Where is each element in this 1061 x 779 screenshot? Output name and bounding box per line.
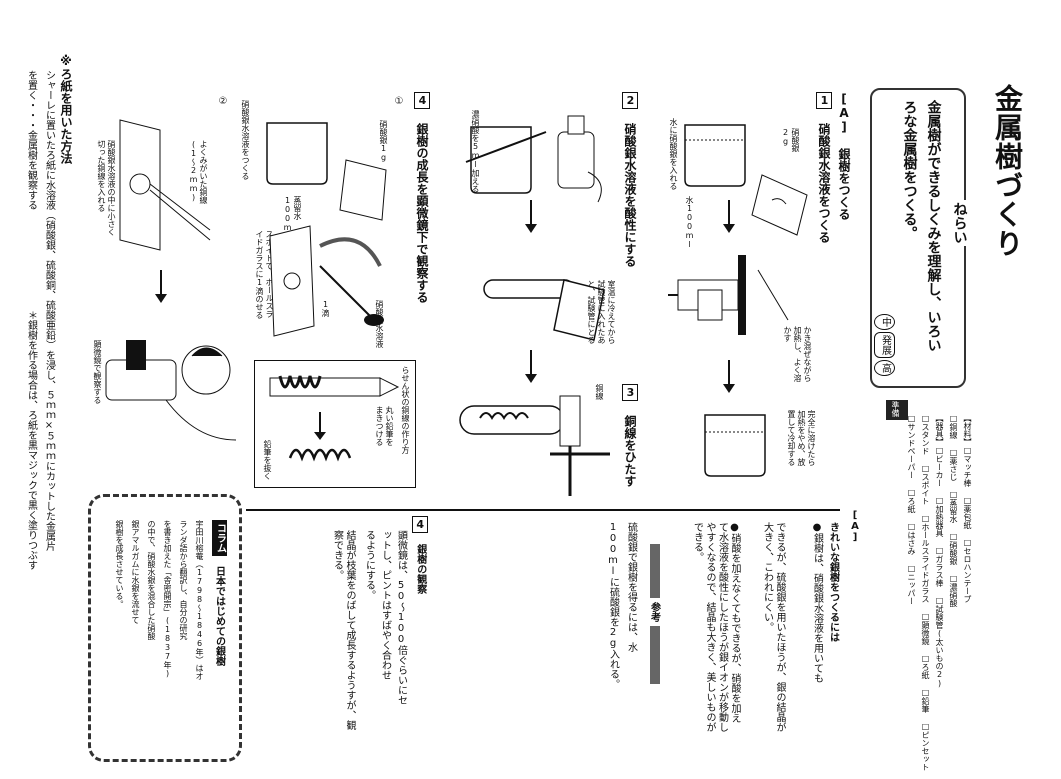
step1-heating-stand-icon bbox=[668, 255, 789, 335]
tip-title: きれいな銀樹をつくるには bbox=[827, 522, 839, 642]
step2-number: 2 bbox=[622, 92, 638, 109]
step2-label-tube: 室温に冷えてから試験管に入れたあと、試験管にとる bbox=[587, 280, 616, 344]
step1-label-water: 水に硝酸銀を入れる bbox=[669, 118, 678, 190]
step4-beaker-icon bbox=[266, 122, 328, 185]
step1-paper-icon bbox=[751, 174, 808, 236]
arrow-down-1 bbox=[723, 200, 735, 233]
step3-stand-tube-icon bbox=[459, 395, 610, 496]
step4-paper-icon bbox=[339, 159, 387, 221]
step4-label-1drop: 1滴 bbox=[321, 300, 330, 317]
ref-label: 参考 bbox=[646, 598, 661, 626]
coil-pencil-icon bbox=[269, 375, 400, 462]
right-s4-number: 4 bbox=[412, 516, 428, 533]
right-s4-title-text: 銀樹の観察 bbox=[414, 544, 426, 594]
materials-line2: □銅線 □薬さじ □蒸留水 □硝酸銀 □濃硝酸 bbox=[949, 414, 958, 607]
column4: の中で、硝酸水銀を混合した硝酸 bbox=[147, 520, 156, 640]
step2-label-acid: 濃硝酸を5ml加える bbox=[471, 110, 480, 193]
step4-slide-dropper-icon bbox=[269, 225, 384, 337]
ref1: 硫酸銀で銀樹を得るには、水 bbox=[625, 522, 637, 652]
step4-slide-tweezers-icon bbox=[119, 119, 211, 251]
page-title: 金属樹づくり bbox=[991, 84, 1024, 258]
step4-sub2: ② bbox=[217, 96, 229, 107]
step4-label-obs: 顕微鏡で観察する bbox=[93, 340, 102, 404]
step2-bottle-icon bbox=[557, 115, 602, 203]
right-s4a: 顕微鏡は、50～100倍ぐらいにセ bbox=[395, 530, 407, 705]
step4-label-dropsol: 硝酸銀水溶液 bbox=[375, 300, 384, 348]
arrow-down-3 bbox=[525, 200, 537, 233]
aim-label: ねらい bbox=[950, 200, 968, 246]
column5: 銀アマルガムに水銀を流せて bbox=[131, 520, 140, 624]
step1-title-text: 硝酸銀水溶液をつくる bbox=[817, 123, 831, 243]
step4-label-place: 硝酸銀水溶液の中に小さく切った銅線を入れる bbox=[97, 140, 116, 236]
level-ko: 高 bbox=[874, 360, 895, 376]
right-s4b: ットし、ピントはすばやく合わせ bbox=[379, 530, 391, 680]
footer-line2: を置く・・・金属樹を観察する bbox=[25, 70, 37, 210]
footer-line3: ＊銀樹を作る場合は、ろ紙を黒マジックで黒く塗りつぶす bbox=[25, 310, 37, 570]
step4-title-text: 銀樹の成長を顕微鏡下で観察する bbox=[415, 123, 429, 303]
level-badges: 中 発展 高 bbox=[874, 314, 896, 376]
footer-title: ※ろ紙を用いた方法 bbox=[59, 54, 73, 164]
level-chu: 中 bbox=[874, 314, 895, 330]
step4-label-dropper: スポイトで、ホールスライドガラスに1滴のせる bbox=[255, 230, 274, 319]
arrow-down-4 bbox=[525, 350, 537, 383]
materials-line3: 【器具】□ビーカー □加熱器具 □ガラス棒 □試験管(太いもの2) bbox=[935, 414, 944, 688]
arrow-down-5 bbox=[155, 270, 167, 303]
materials-line1: 【材料】□マッチ棒 □薬包紙 □セロハンテープ bbox=[963, 414, 972, 603]
column-title: コラム bbox=[212, 520, 227, 556]
materials-line4: □スタンド □スポイト □ホールスライドガラス □顕微鏡 □ろ紙 □鉛筆 □ピン… bbox=[921, 414, 930, 771]
step2-pour-icon bbox=[483, 279, 605, 341]
column1: 宇田川榕菴（1798～1846年）はオ bbox=[195, 520, 204, 680]
step2-beaker-rod-icon bbox=[465, 126, 547, 194]
step4-number: 4 bbox=[414, 92, 430, 109]
footer-line1: シャーレに置いたろ紙に水溶液（硝酸銀、硫酸銅、硫酸亜鉛）を浸し、５ｍｍ×５ｍｍに… bbox=[43, 70, 55, 551]
step4-sub1: ① bbox=[393, 96, 405, 107]
step2-title-text: 硝酸銀水溶液を酸性にする bbox=[623, 123, 637, 267]
step3-label-wire: 銅線 bbox=[595, 384, 604, 400]
tip1b: できるが、硫酸銀を用いたほうが、銀の結晶が大きく、こわれにくい。 bbox=[761, 522, 786, 732]
step1-title: 1 硝酸銀水溶液をつくる bbox=[816, 92, 832, 243]
right-s4-title: 4 銀樹の観察 bbox=[412, 516, 428, 594]
column2: ランダ語から翻訳し、自分の研究 bbox=[179, 520, 188, 640]
step1-cool-beaker-icon bbox=[704, 414, 766, 477]
tip2: ●硝酸を加えなくてもできるが、硝酸を加えて水溶液を酸性にしたほうが銀イオンが移動… bbox=[691, 522, 741, 732]
coil-title: らせん状の銅線の作り方 bbox=[401, 366, 410, 454]
level-hatten: 発展 bbox=[874, 332, 895, 358]
column3: を書き加えた「舎密開宗」(1837年) bbox=[163, 520, 172, 678]
step2-title: 2 硝酸銀水溶液を酸性にする bbox=[622, 92, 638, 267]
ref2: 100mlに硫酸銀を2g入れる。 bbox=[607, 522, 619, 689]
materials-head-text: 準備 bbox=[891, 401, 900, 417]
materials-line5: □サンドペーパー □ろ紙 □はさみ □ニッパー bbox=[907, 414, 916, 605]
step1-number: 1 bbox=[816, 92, 832, 109]
right-s4d: 結晶が枝葉をのばして成長するようすが、観察できる。 bbox=[331, 530, 356, 730]
step4-title: 4 銀樹の成長を顕微鏡下で観察する bbox=[414, 92, 430, 303]
step4-microscope-icon bbox=[105, 340, 237, 441]
step1-label-ag: 硝酸銀 2g bbox=[781, 128, 800, 152]
tip1: ●銀樹は、硝酸銀水溶液を用いても bbox=[811, 522, 823, 683]
horizontal-divider bbox=[246, 509, 840, 511]
step4-label-ag1g: 硝酸銀1g bbox=[379, 120, 388, 162]
column-box bbox=[88, 494, 242, 762]
materials-head bbox=[886, 400, 908, 420]
right-s4c: るようにする。 bbox=[363, 530, 375, 600]
step1-label-heat: かき混ぜながら加熱し、よく溶かす bbox=[783, 326, 812, 382]
column6: 銀樹を成長させている。 bbox=[115, 520, 124, 608]
coil-label-round: 丸い鉛筆をまきつける bbox=[375, 406, 394, 446]
step4-label-solution: 硝酸銀水溶液をつくる bbox=[241, 100, 250, 180]
aim-line2: ろな金属樹をつくる。 bbox=[901, 100, 918, 240]
step1-beaker-icon bbox=[684, 124, 746, 187]
coil-box bbox=[254, 360, 416, 488]
step4-label-cut: よくみがいた銅線 (1～2mm) bbox=[189, 140, 208, 204]
step3-number: 3 bbox=[622, 384, 638, 401]
arrow-down-2 bbox=[723, 360, 735, 393]
step3-title-text: 銅線をひたす bbox=[623, 415, 637, 487]
aim-line1: 金属樹ができるしくみを理解し、いろい bbox=[925, 100, 942, 352]
right-section-a: [A] bbox=[849, 510, 861, 543]
section-a-title: [A] 銀樹をつくる bbox=[837, 92, 851, 220]
coil-label-pull: 鉛筆を抜く bbox=[263, 440, 272, 480]
step3-title: 3 銅線をひたす bbox=[622, 384, 638, 487]
column-head: 日本ではじめての銀樹 bbox=[213, 566, 225, 666]
step1-label-100: 水100ml bbox=[685, 196, 694, 249]
step1-label-cool: 完全に溶けたら加熱をやめ、放置して冷却する bbox=[787, 410, 816, 466]
step4-label-water100: 蒸留水 100ml bbox=[283, 196, 302, 241]
